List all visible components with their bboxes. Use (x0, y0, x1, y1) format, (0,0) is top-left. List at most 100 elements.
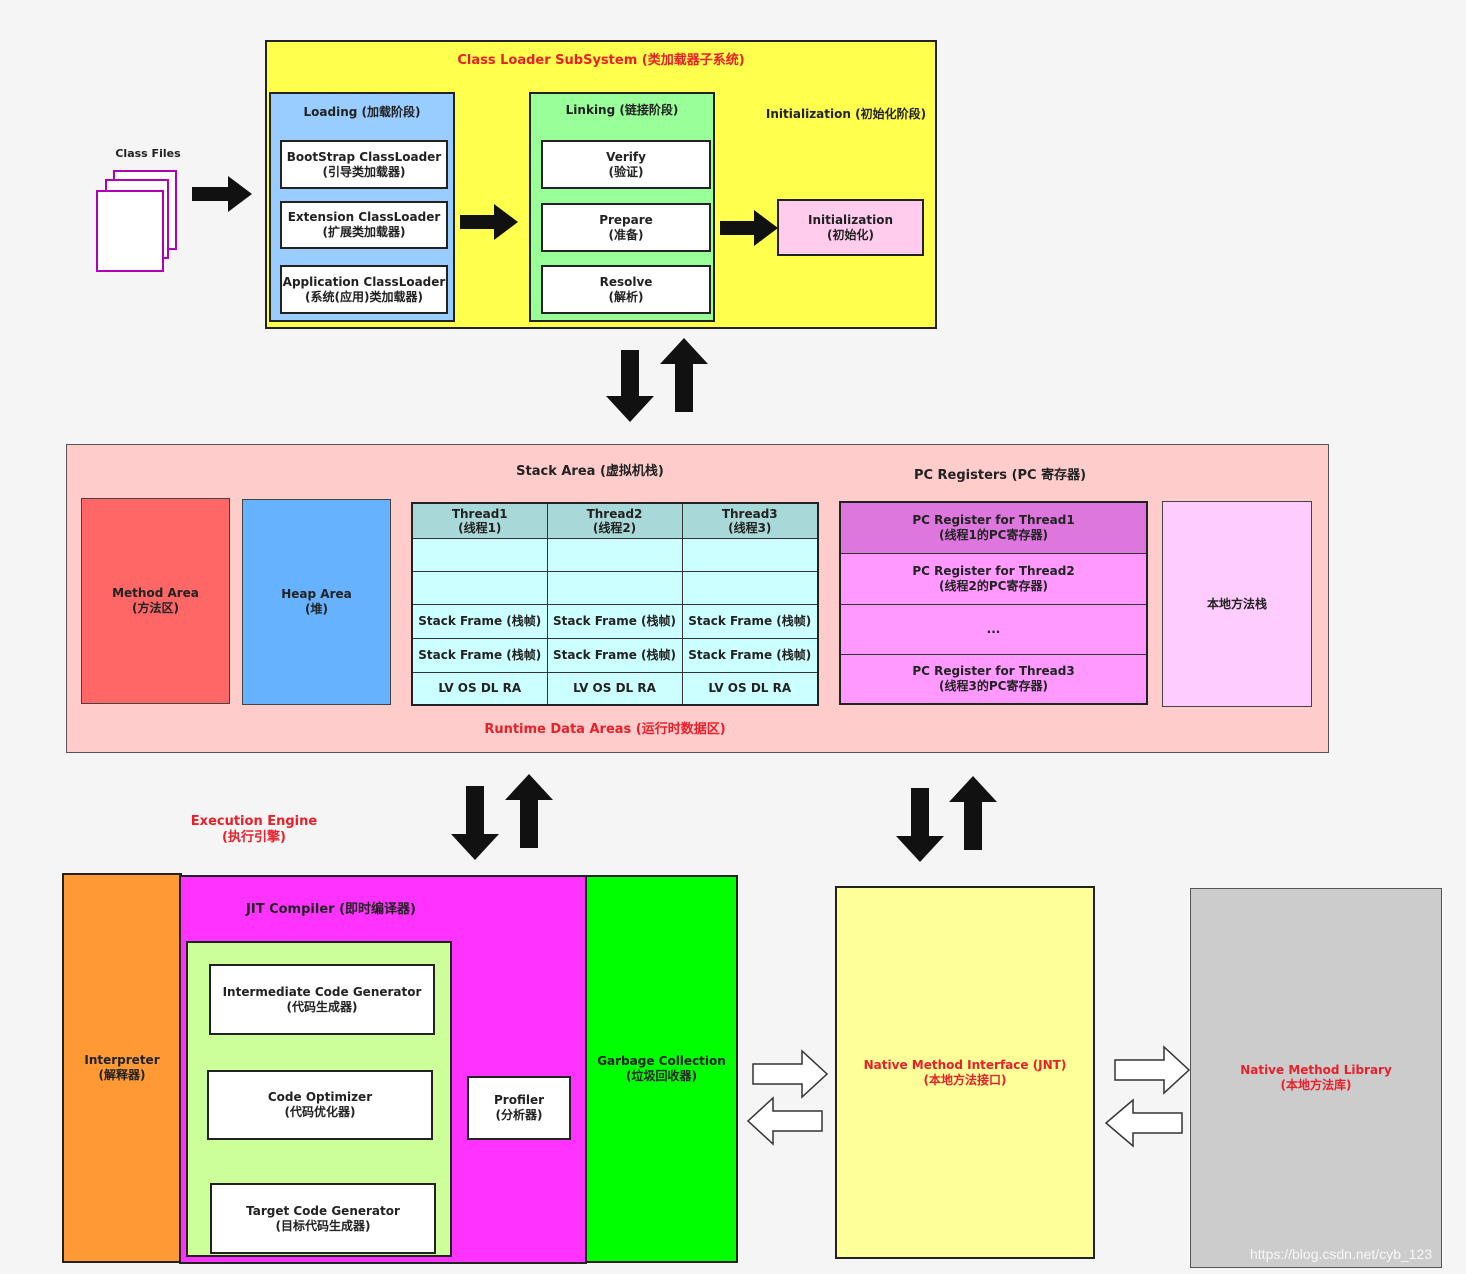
arrow-up-icon (949, 776, 997, 850)
stack-cell (546, 537, 683, 572)
initialization-name: Initialization (807, 212, 893, 227)
native-method-library-name: Native Method Library (1240, 1063, 1392, 1077)
stack-frame-cell: Stack Frame (栈帧) (681, 603, 819, 639)
application-classloader-name: Application ClassLoader (282, 274, 446, 289)
intermediate-code-generator-name: Intermediate Code Generator (222, 984, 422, 999)
stack-cell (681, 537, 819, 572)
arrow-down-icon (896, 788, 944, 862)
native-method-stack-label: 本地方法栈 (1206, 596, 1267, 611)
verify-cn: (验证) (608, 164, 644, 179)
stack-cell (411, 537, 548, 572)
thread1-header: Thread1(线程1) (411, 502, 548, 539)
pc-register-thread1: PC Register for Thread1(线程1的PC寄存器) (841, 503, 1146, 554)
application-classloader: Application ClassLoader (系统(应用)类加载器) (280, 265, 448, 314)
garbage-collection-cn: (垃圾回收器) (626, 1069, 697, 1083)
arrow-up-icon (505, 774, 553, 848)
arrow-up-icon (660, 338, 708, 412)
arrow-right-icon (720, 210, 778, 246)
pc-registers-title: PC Registers (PC 寄存器) (913, 468, 1087, 483)
prepare-name: Prepare (599, 212, 653, 227)
stack-area-title: Stack Area (虚拟机栈) (516, 464, 664, 479)
verify-name: Verify (606, 149, 646, 164)
native-method-library-cn: (本地方法库) (1280, 1078, 1352, 1092)
profiler: Profiler (分析器) (467, 1076, 571, 1140)
application-classloader-cn: (系统(应用)类加载器) (305, 289, 423, 304)
linking-title: Linking (链接阶段) (565, 103, 679, 117)
bootstrap-classloader: BootStrap ClassLoader (引导类加载器) (280, 140, 448, 189)
prepare-step: Prepare (准备) (541, 203, 711, 252)
interpreter-name: Interpreter (84, 1053, 160, 1067)
pc-registers: PC Register for Thread1(线程1的PC寄存器) PC Re… (839, 501, 1148, 705)
initialization-cn: (初始化) (827, 227, 874, 242)
thread3-header: Thread3(线程3) (681, 502, 819, 539)
target-code-generator-cn: (目标代码生成器) (275, 1218, 371, 1233)
code-optimizer: Code Optimizer (代码优化器) (207, 1070, 433, 1140)
stack-frame-cell: Stack Frame (栈帧) (546, 603, 683, 639)
method-area: Method Area (方法区) (81, 498, 230, 704)
extension-classloader-cn: (扩展类加载器) (322, 225, 406, 239)
stack-cell (411, 570, 548, 605)
runtime-title: Runtime Data Areas (运行时数据区) (484, 722, 726, 737)
initialization-step: Initialization (初始化) (777, 199, 924, 256)
extension-classloader-name: Extension ClassLoader (287, 210, 441, 224)
thread-stack-table: Thread1(线程1) Thread2(线程2) Thread3(线程3) S… (411, 502, 819, 706)
intermediate-code-generator-cn: (代码生成器) (286, 999, 358, 1014)
pc-register-thread3: PC Register for Thread3(线程3的PC寄存器) (912, 664, 1075, 693)
arrow-right-icon (460, 204, 518, 240)
hollow-arrow-right-icon (752, 1049, 829, 1099)
stack-cell (546, 570, 683, 605)
stack-frame-cell: Stack Frame (栈帧) (546, 637, 683, 673)
pc-register-ellipsis: ... (841, 605, 1146, 655)
prepare-cn: (准备) (608, 227, 644, 242)
profiler-cn: (分析器) (495, 1108, 543, 1122)
method-area-cn: (方法区) (132, 601, 179, 615)
resolve-step: Resolve (解析) (541, 265, 711, 314)
thread2-header: Thread2(线程2) (546, 502, 683, 539)
class-files-label: Class Files (115, 147, 181, 160)
pc-register-thread2: PC Register for Thread2(线程2的PC寄存器) (841, 554, 1146, 605)
stack-frame-cell: Stack Frame (栈帧) (681, 637, 819, 673)
interpreter-cn: (解释器) (98, 1068, 146, 1082)
resolve-cn: (解析) (608, 289, 644, 304)
native-method-interface: Native Method Interface (JNT) (本地方法接口) (835, 886, 1095, 1259)
bootstrap-classloader-name: BootStrap ClassLoader (286, 149, 442, 164)
bootstrap-classloader-cn: (引导类加载器) (322, 164, 406, 179)
code-optimizer-name: Code Optimizer (267, 1090, 373, 1104)
frame-parts-cell: LV OS DL RA (681, 671, 819, 706)
method-area-name: Method Area (112, 586, 199, 600)
arrow-down-icon (451, 786, 499, 860)
execution-engine-title: Execution Engine (执行引擎) (190, 814, 318, 845)
profiler-name: Profiler (493, 1093, 545, 1107)
loading-title: Loading (加载阶段) (303, 105, 421, 119)
class-loader-title: Class Loader SubSystem (类加载器子系统) (457, 53, 745, 68)
native-method-interface-name: Native Method Interface (JNT) (863, 1057, 1067, 1072)
target-code-generator: Target Code Generator (目标代码生成器) (210, 1183, 436, 1254)
heap-area: Heap Area (堆) (242, 499, 391, 705)
stack-frame-cell: Stack Frame (栈帧) (411, 637, 548, 673)
intermediate-code-generator: Intermediate Code Generator (代码生成器) (209, 964, 435, 1035)
heap-area-name: Heap Area (281, 587, 352, 601)
native-method-library: Native Method Library (本地方法库) (1190, 888, 1442, 1268)
resolve-name: Resolve (599, 274, 653, 289)
stack-cell (681, 570, 819, 605)
verify-step: Verify (验证) (541, 140, 711, 189)
garbage-collection: Garbage Collection (垃圾回收器) (585, 875, 738, 1263)
heap-area-cn: (堆) (305, 602, 328, 616)
class-files-icon (96, 170, 186, 274)
garbage-collection-name: Garbage Collection (597, 1054, 726, 1068)
jit-compiler-title: JIT Compiler (即时编译器) (246, 902, 416, 917)
arrow-down-icon (606, 350, 654, 422)
code-optimizer-cn: (代码优化器) (284, 1105, 356, 1119)
native-method-stack: 本地方法栈 (1162, 501, 1312, 707)
interpreter: Interpreter (解释器) (62, 873, 182, 1263)
extension-classloader: Extension ClassLoader (扩展类加载器) (280, 201, 448, 249)
hollow-arrow-right-icon (1114, 1045, 1191, 1095)
stack-frame-cell: Stack Frame (栈帧) (411, 603, 548, 639)
initialization-title: Initialization (初始化阶段) (765, 107, 927, 121)
arrow-right-icon (192, 176, 252, 212)
hollow-arrow-left-icon (746, 1096, 823, 1146)
frame-parts-cell: LV OS DL RA (546, 671, 683, 706)
frame-parts-cell: LV OS DL RA (411, 671, 548, 706)
hollow-arrow-left-icon (1104, 1098, 1183, 1148)
watermark: https://blog.csdn.net/cyb_123 (1250, 1246, 1433, 1262)
